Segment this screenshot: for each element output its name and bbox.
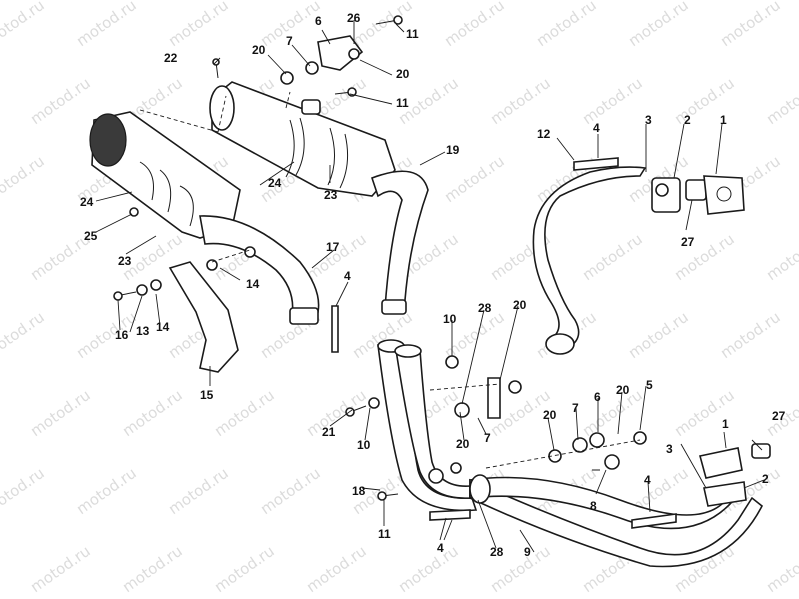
- callout-16: 16: [115, 328, 129, 342]
- callout-11b: 11: [396, 96, 409, 110]
- callout-9: 9: [524, 545, 531, 559]
- callout-27b: 27: [772, 409, 786, 423]
- callout-6: 6: [315, 14, 322, 28]
- callout-6b: 6: [594, 390, 601, 404]
- callout-14b: 14: [156, 320, 170, 334]
- header-pipe-18: [377, 339, 478, 512]
- spring-lower: [631, 513, 677, 529]
- callout-11c: 11: [378, 527, 391, 541]
- callout-10: 10: [443, 312, 457, 326]
- callout-10b: 10: [357, 438, 371, 452]
- callout-14: 14: [246, 277, 260, 291]
- pipe-19: [370, 170, 429, 315]
- callout-18: 18: [352, 484, 366, 498]
- heat-shield: [168, 261, 239, 373]
- callout-15: 15: [200, 388, 214, 402]
- callout-17: 17: [326, 240, 340, 254]
- callout-3: 3: [645, 113, 652, 127]
- callout-4b: 4: [344, 269, 351, 283]
- callout-20e: 20: [543, 408, 557, 422]
- spring-top: [573, 157, 619, 171]
- callout-4c: 4: [437, 541, 444, 555]
- callout-20b: 20: [396, 67, 410, 81]
- callout-2: 2: [684, 113, 691, 127]
- callout-8: 8: [590, 499, 597, 513]
- callout-22: 22: [164, 51, 178, 65]
- callout-11: 11: [406, 27, 419, 41]
- callout-24b: 24: [268, 176, 282, 190]
- callout-21: 21: [322, 425, 336, 439]
- callout-27: 27: [681, 235, 695, 249]
- callout-7c: 7: [572, 401, 579, 415]
- callout-28b: 28: [490, 545, 504, 559]
- callout-25: 25: [84, 229, 98, 243]
- header-pipe-12: [532, 166, 745, 355]
- callout-20c: 20: [513, 298, 527, 312]
- callout-24: 24: [80, 195, 94, 209]
- callout-13: 13: [136, 324, 150, 338]
- callout-7b: 7: [484, 431, 491, 445]
- callout-3b: 3: [666, 442, 673, 456]
- callout-1: 1: [720, 113, 727, 127]
- callout-20f: 20: [616, 383, 630, 397]
- callout-20: 20: [252, 43, 266, 57]
- callout-23: 23: [118, 254, 132, 268]
- callout-4d: 4: [644, 473, 651, 487]
- callout-5: 5: [646, 378, 653, 392]
- callout-23b: 23: [324, 188, 338, 202]
- callout-26: 26: [347, 11, 361, 25]
- muffler-right: [209, 81, 396, 197]
- callout-28: 28: [478, 301, 492, 315]
- muffler-left: [89, 111, 241, 239]
- callout-2b: 2: [762, 472, 769, 486]
- callout-19: 19: [446, 143, 460, 157]
- callout-12: 12: [537, 127, 551, 141]
- callout-20d: 20: [456, 437, 470, 451]
- callout-4: 4: [593, 121, 600, 135]
- callout-7: 7: [286, 34, 293, 48]
- callout-1b: 1: [722, 417, 729, 431]
